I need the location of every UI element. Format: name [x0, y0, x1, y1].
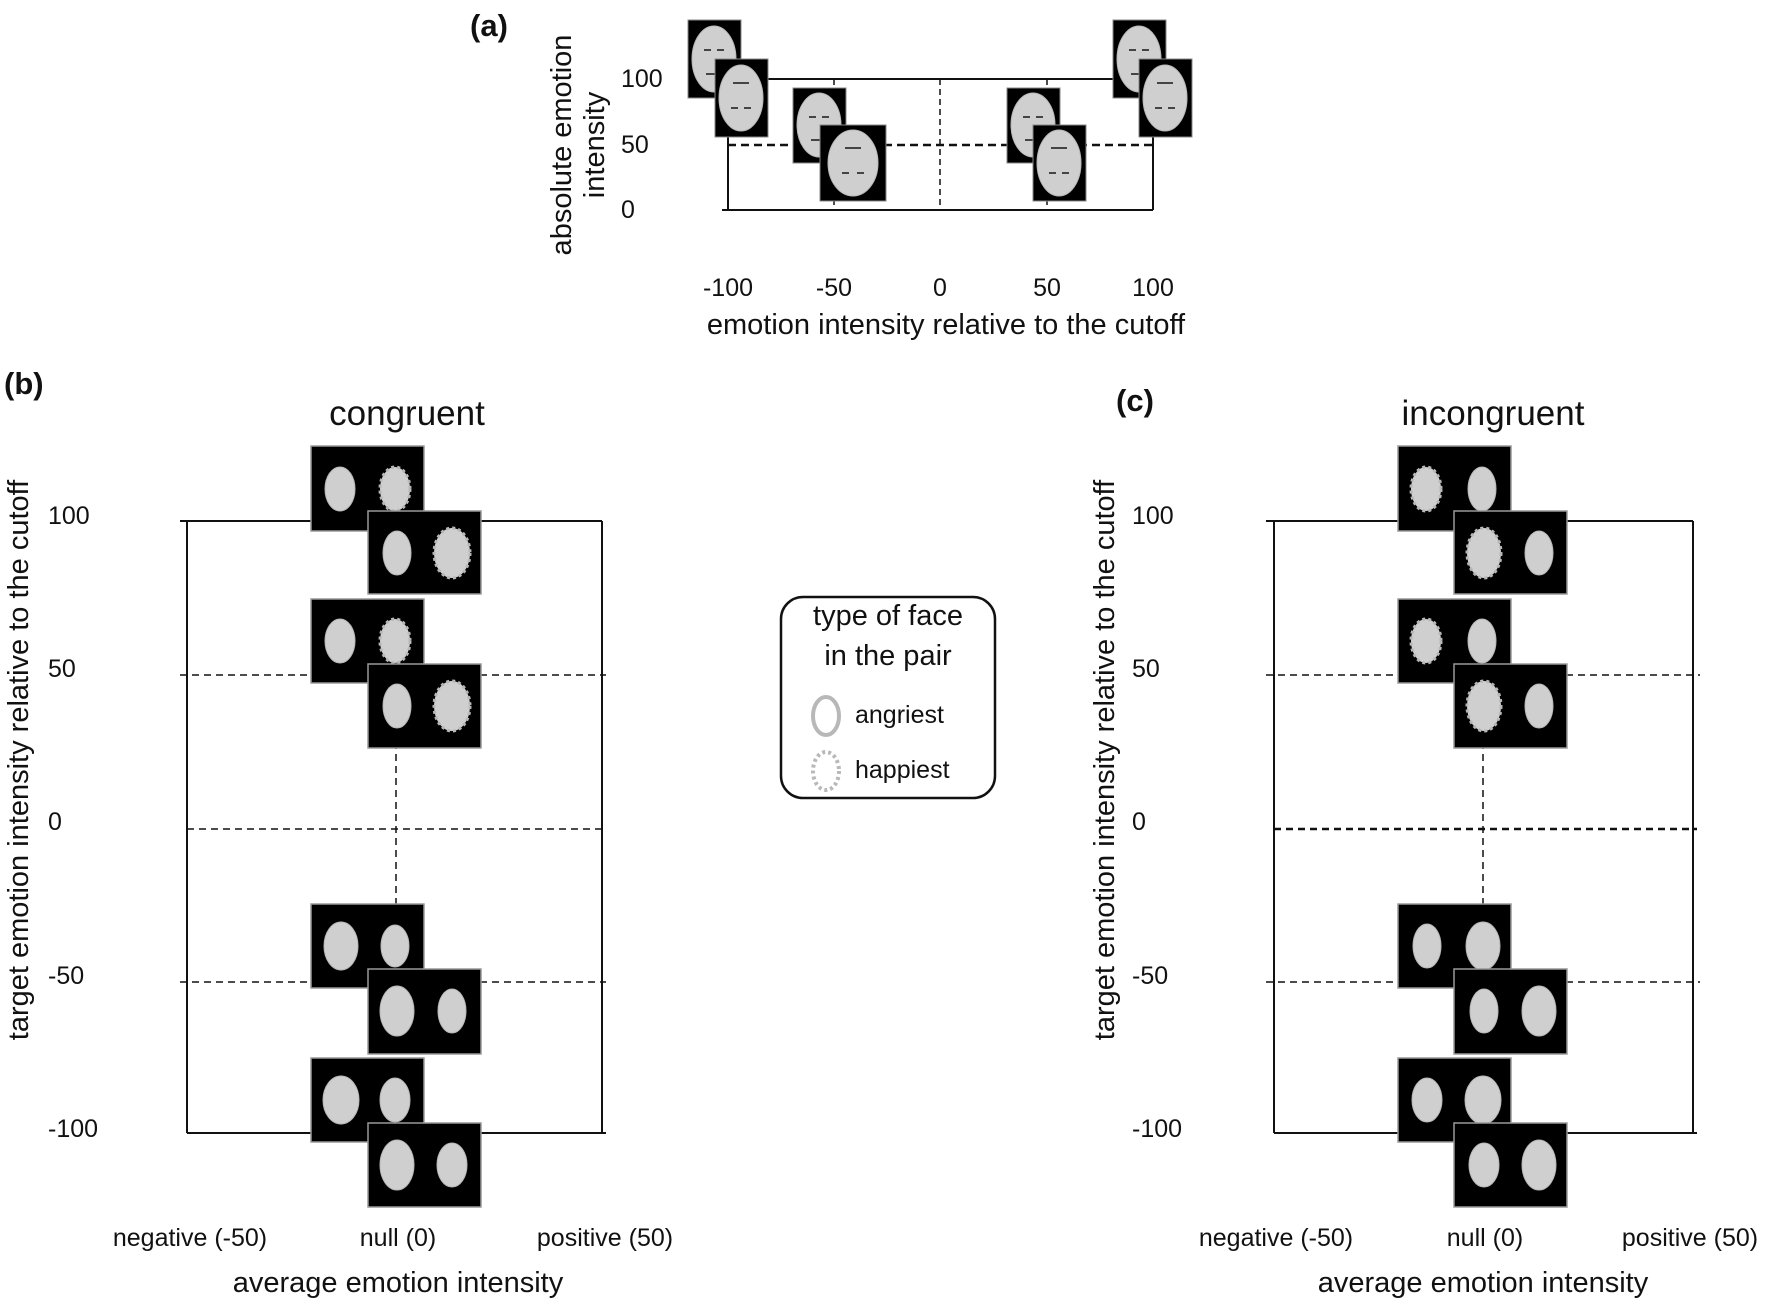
- legend-item-angriest: angriest: [855, 701, 944, 729]
- legend: type of face in the pair angriest happie…: [779, 595, 997, 800]
- panel-c: (c) incongruent target emotion intensity…: [1089, 383, 1758, 1299]
- panel-c-ytick-neg100: -100: [1132, 1115, 1182, 1143]
- panel-c-letter: (c): [1116, 383, 1154, 418]
- legend-title-line1: type of face: [813, 600, 963, 632]
- panel-c-xlabel: average emotion intensity: [1318, 1267, 1649, 1299]
- panel-b-letter: (b): [4, 366, 44, 401]
- face-pair-image-inverted: [367, 510, 482, 595]
- panel-b-xlabel: average emotion intensity: [233, 1267, 564, 1299]
- panel-c-face-pairs: [1397, 445, 1568, 1208]
- panel-a-xtick-0: 0: [933, 274, 947, 302]
- panel-c-ytick-neg50: -50: [1132, 962, 1168, 990]
- legend-item-happiest: happiest: [855, 756, 950, 784]
- legend-title-line2: in the pair: [824, 640, 952, 672]
- panel-a-ylabel-line2: intensity: [579, 91, 611, 198]
- face-image-inverted: [714, 58, 769, 138]
- panel-a: (a) 100 50 0 absolute emotion intensity …: [470, 8, 1193, 341]
- panel-a-xtick-neg50: -50: [816, 274, 852, 302]
- panel-b-xtick-null: null (0): [360, 1224, 436, 1252]
- panel-b-ytick-neg100: -100: [48, 1115, 98, 1143]
- face-pair-image-inverted: [1453, 968, 1568, 1055]
- panel-a-xtick-100: 100: [1132, 274, 1174, 302]
- panel-b-ytick-0: 0: [48, 808, 62, 836]
- panel-b-face-pairs: [310, 445, 482, 1208]
- happiest-marker-icon: [811, 750, 841, 792]
- panel-c-ytick-50: 50: [1132, 655, 1160, 683]
- panel-a-xtick-neg100: -100: [703, 274, 753, 302]
- face-image-inverted: [819, 124, 887, 202]
- panel-b-frame: [180, 520, 606, 1134]
- panel-b-xtick-negative: negative (-50): [113, 1224, 267, 1252]
- panel-a-ytick-100: 100: [621, 65, 663, 93]
- face-pair-image-inverted: [367, 1122, 482, 1208]
- face-image-inverted: [1138, 58, 1193, 138]
- face-pair-image-inverted: [1453, 1122, 1568, 1208]
- face-pair-image-inverted: [1453, 510, 1568, 595]
- panel-b-xtick-positive: positive (50): [537, 1224, 673, 1252]
- panel-a-ylabel-line1: absolute emotion: [546, 35, 578, 256]
- panel-b-ylabel: target emotion intensity relative to the…: [3, 479, 35, 1040]
- panel-a-ytick-0: 0: [621, 196, 635, 224]
- angriest-marker-icon: [811, 695, 841, 737]
- face-pair-image-inverted: [1453, 663, 1568, 749]
- panel-b-ytick-neg50: -50: [48, 962, 84, 990]
- legend-box: [779, 595, 997, 800]
- panel-a-xtick-50: 50: [1033, 274, 1061, 302]
- panel-b-title: congruent: [329, 394, 485, 433]
- panel-c-ytick-0: 0: [1132, 808, 1146, 836]
- panel-c-xtick-negative: negative (-50): [1199, 1224, 1353, 1252]
- face-pair-image-inverted: [367, 968, 482, 1055]
- panel-b: (b) congruent target emotion intensity r…: [3, 366, 673, 1299]
- panel-a-xlabel: emotion intensity relative to the cutoff: [707, 309, 1186, 341]
- face-image-inverted: [1032, 124, 1087, 202]
- panel-c-ytick-100: 100: [1132, 502, 1174, 530]
- panel-c-xtick-null: null (0): [1447, 1224, 1523, 1252]
- panel-a-ytick-50: 50: [621, 131, 649, 159]
- panel-a-letter: (a): [470, 8, 508, 43]
- face-pair-image-inverted: [367, 663, 482, 749]
- panel-c-xtick-positive: positive (50): [1622, 1224, 1758, 1252]
- panel-b-ytick-50: 50: [48, 655, 76, 683]
- face-pair-image: [310, 598, 425, 684]
- panel-c-title: incongruent: [1402, 394, 1585, 433]
- panel-b-ytick-100: 100: [48, 502, 90, 530]
- panel-a-face-images: [687, 19, 1193, 202]
- panel-c-ylabel: target emotion intensity relative to the…: [1089, 479, 1121, 1040]
